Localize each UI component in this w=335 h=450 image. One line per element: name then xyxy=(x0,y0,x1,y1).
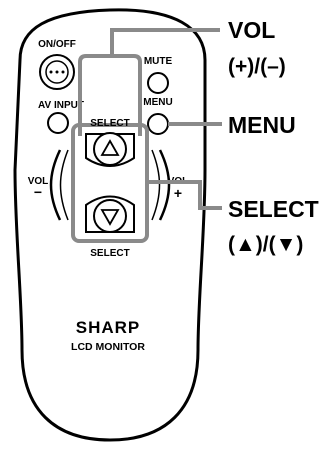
menu-button[interactable] xyxy=(147,113,169,135)
mute-button-label: MUTE xyxy=(144,56,173,67)
select-top-label: SELECT xyxy=(90,118,129,129)
mute-button[interactable] xyxy=(147,72,169,94)
vol-minus-button[interactable]: VOL − xyxy=(28,176,49,200)
model-label: LCD MONITOR xyxy=(71,341,145,353)
select-callout-title: SELECT xyxy=(228,196,319,222)
power-button-label: ON/OFF xyxy=(38,39,76,50)
vol-minus-label: VOL xyxy=(28,176,49,187)
select-leader-line xyxy=(147,180,222,210)
vol-minus-sign: − xyxy=(34,184,42,200)
menu-button-label: MENU xyxy=(143,97,172,108)
callout-leaders xyxy=(110,28,222,210)
triangle-down-icon xyxy=(100,209,120,226)
vol-callout-signs: (+)/(–) xyxy=(228,55,286,78)
vol-leader-line xyxy=(110,28,220,56)
select-down-button[interactable] xyxy=(85,195,135,233)
select-up-button[interactable] xyxy=(85,132,135,167)
power-button[interactable] xyxy=(39,54,75,90)
av-input-button-label: AV INPUT xyxy=(38,100,84,111)
vol-rocker xyxy=(49,149,171,221)
select-callout-arrows: (▲)/(▼) xyxy=(228,233,303,256)
select-bottom-label: SELECT xyxy=(90,248,129,259)
vol-plus-sign: + xyxy=(174,185,182,201)
av-input-button[interactable] xyxy=(47,112,69,134)
brand-logo: SHARP xyxy=(76,318,141,337)
triangle-up-icon xyxy=(100,139,120,156)
menu-callout: MENU xyxy=(228,112,296,138)
vol-callout-title: VOL xyxy=(228,17,275,43)
